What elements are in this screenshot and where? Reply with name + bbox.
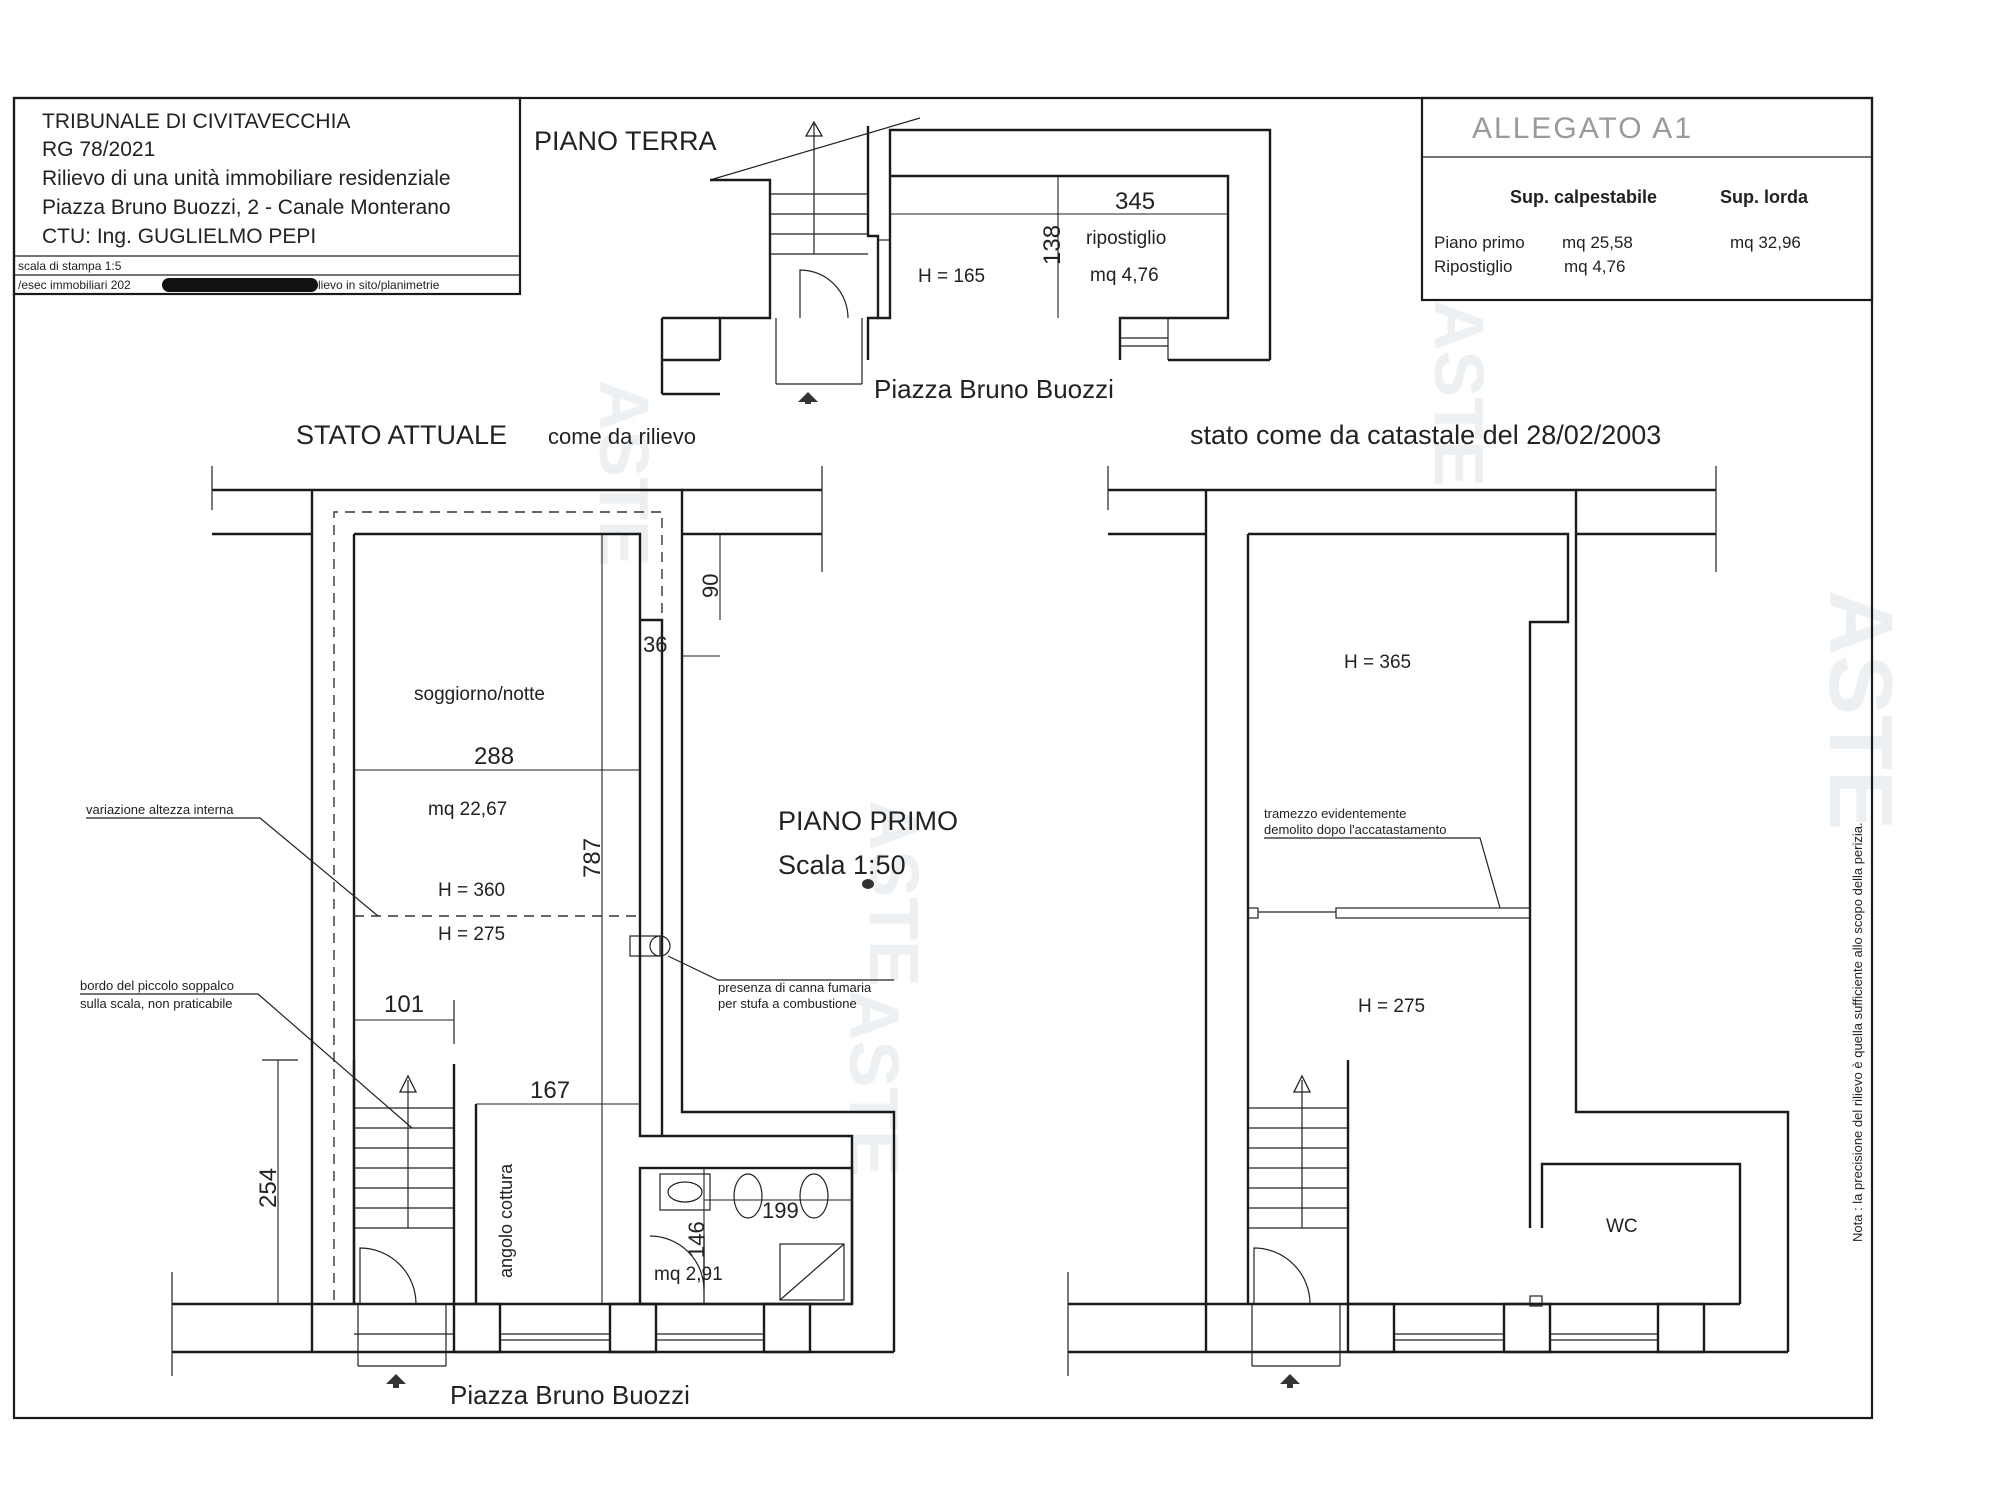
title-block: TRIBUNALE DI CIVITAVECCHIA RG 78/2021 Ri…	[12, 96, 522, 296]
bath-area: mq 2,91	[654, 1264, 723, 1285]
ground-room-area: mq 4,76	[1090, 265, 1159, 286]
case-number: RG 78/2021	[42, 138, 155, 161]
cadastral-height-lower: H = 275	[1358, 996, 1425, 1017]
row-label: Ripostiglio	[1434, 257, 1512, 276]
row-walkable: mq 4,76	[1564, 257, 1625, 276]
dim-138: 138	[1039, 225, 1066, 265]
arrow-up-icon	[398, 1074, 418, 1093]
file-path-start: /esec immobiliari 202	[18, 278, 131, 292]
ground-floor-plan: PIANO TERRA	[534, 117, 1272, 404]
door-swing	[799, 269, 849, 319]
watermark: ASTE	[855, 800, 933, 987]
cadastral-title: stato come da catastale del 28/02/2003	[1190, 420, 1661, 450]
entrance-arrow-icon	[386, 1374, 406, 1388]
dim-345: 345	[1115, 188, 1155, 215]
floor-scale: Scala 1:50	[778, 850, 906, 880]
court-name: TRIBUNALE DI CIVITAVECCHIA	[42, 110, 350, 133]
toilet-icon	[799, 1173, 829, 1219]
current-title-sub: come da rilievo	[548, 424, 696, 449]
watermark: ASTE	[1810, 590, 1910, 830]
door-swing	[1253, 1247, 1311, 1305]
watermark: ASTE	[1420, 300, 1498, 487]
ground-floor-title: PIANO TERRA	[534, 126, 717, 156]
dim-787: 787	[579, 838, 606, 878]
note-mezzanine-line1: bordo del piccolo soppalco	[80, 978, 234, 993]
current-title-main: STATO ATTUALE	[296, 420, 507, 450]
sink-icon	[659, 1173, 711, 1211]
col-walkable-header: Sup. calpestabile	[1510, 187, 1657, 207]
height-upper: H = 360	[438, 880, 505, 901]
demolished-partition	[1335, 907, 1531, 919]
file-path-end: lievo in sito/planimetrie	[318, 278, 440, 292]
page-frame	[12, 96, 1874, 1420]
allegato-box: ALLEGATO A1 Sup. calpestabile Sup. lorda…	[1420, 96, 1874, 302]
entrance-arrow-icon	[798, 392, 818, 404]
cadastral-height-upper: H = 365	[1344, 652, 1411, 673]
door-swing	[359, 1247, 417, 1305]
dim-90: 90	[698, 574, 723, 598]
ground-height: H = 165	[918, 266, 985, 287]
ground-room-name: ripostiglio	[1086, 228, 1166, 249]
dim-288: 288	[474, 743, 514, 770]
bidet-icon	[733, 1173, 763, 1219]
redaction-bar	[162, 278, 318, 292]
ground-street: Piazza Bruno Buozzi	[874, 374, 1114, 404]
bathroom	[638, 1166, 854, 1306]
flue	[629, 935, 661, 957]
cadastral-stairs	[1248, 1060, 1350, 1304]
kitchen-label: angolo cottura	[496, 1163, 516, 1278]
arrow-up-icon	[804, 120, 824, 137]
watermark: ASTE	[835, 990, 913, 1177]
col-gross-header: Sup. lorda	[1720, 187, 1809, 207]
dim-167: 167	[530, 1077, 570, 1104]
note-mezzanine-line2: sulla scala, non praticabile	[80, 996, 232, 1011]
precision-note: Nota : la precisione del rilievo è quell…	[1850, 822, 1865, 1242]
arrow-up-icon	[1292, 1074, 1312, 1093]
ink-spot	[862, 879, 874, 889]
note-flue-line1: presenza di canna fumaria	[718, 980, 872, 995]
dim-146: 146	[684, 1221, 709, 1258]
current-street: Piazza Bruno Buozzi	[450, 1380, 690, 1410]
ground-stairs	[769, 120, 868, 318]
cadastral-plan: stato come da catastale del 28/02/2003	[1067, 420, 1790, 1388]
wc-label: WC	[1606, 1216, 1638, 1237]
ground-window	[1120, 317, 1169, 360]
allegato-title: ALLEGATO A1	[1472, 112, 1693, 145]
row-label: Piano primo	[1434, 233, 1525, 252]
dim-101: 101	[384, 991, 424, 1018]
note-wall-line1: tramezzo evidentemente	[1264, 806, 1406, 821]
shower-icon	[779, 1243, 845, 1301]
living-room-name: soggiorno/notte	[414, 684, 545, 705]
row-walkable: mq 25,58	[1562, 233, 1633, 252]
note-flue-line2: per stufa a combustione	[718, 996, 857, 1011]
dim-254: 254	[255, 1168, 282, 1208]
current-stairs	[352, 1060, 456, 1304]
watermark: ASTE	[585, 380, 663, 567]
dim-199: 199	[762, 1198, 799, 1223]
entrance-arrow-icon	[1280, 1374, 1300, 1388]
property-address: Piazza Bruno Buozzi, 2 - Canale Monteran…	[42, 196, 451, 219]
ctu-name: CTU: Ing. GUGLIELMO PEPI	[42, 225, 316, 248]
living-room-area: mq 22,67	[428, 799, 507, 820]
height-lower: H = 275	[438, 924, 505, 945]
current-plan: STATO ATTUALE come da rilievo	[80, 420, 958, 1410]
print-scale: scala di stampa 1:5	[18, 259, 122, 273]
note-wall-line2: demolito dopo l'accatastamento	[1264, 822, 1446, 837]
note-height-change: variazione altezza interna	[86, 802, 234, 817]
survey-description: Rilievo di una unità immobiliare residen…	[42, 167, 451, 190]
row-gross: mq 32,96	[1730, 233, 1801, 252]
dim-36: 36	[643, 632, 667, 657]
floor-name: PIANO PRIMO	[778, 806, 958, 836]
watermarks: ASTE ASTE ASTE ASTE ASTE	[585, 300, 1910, 1177]
